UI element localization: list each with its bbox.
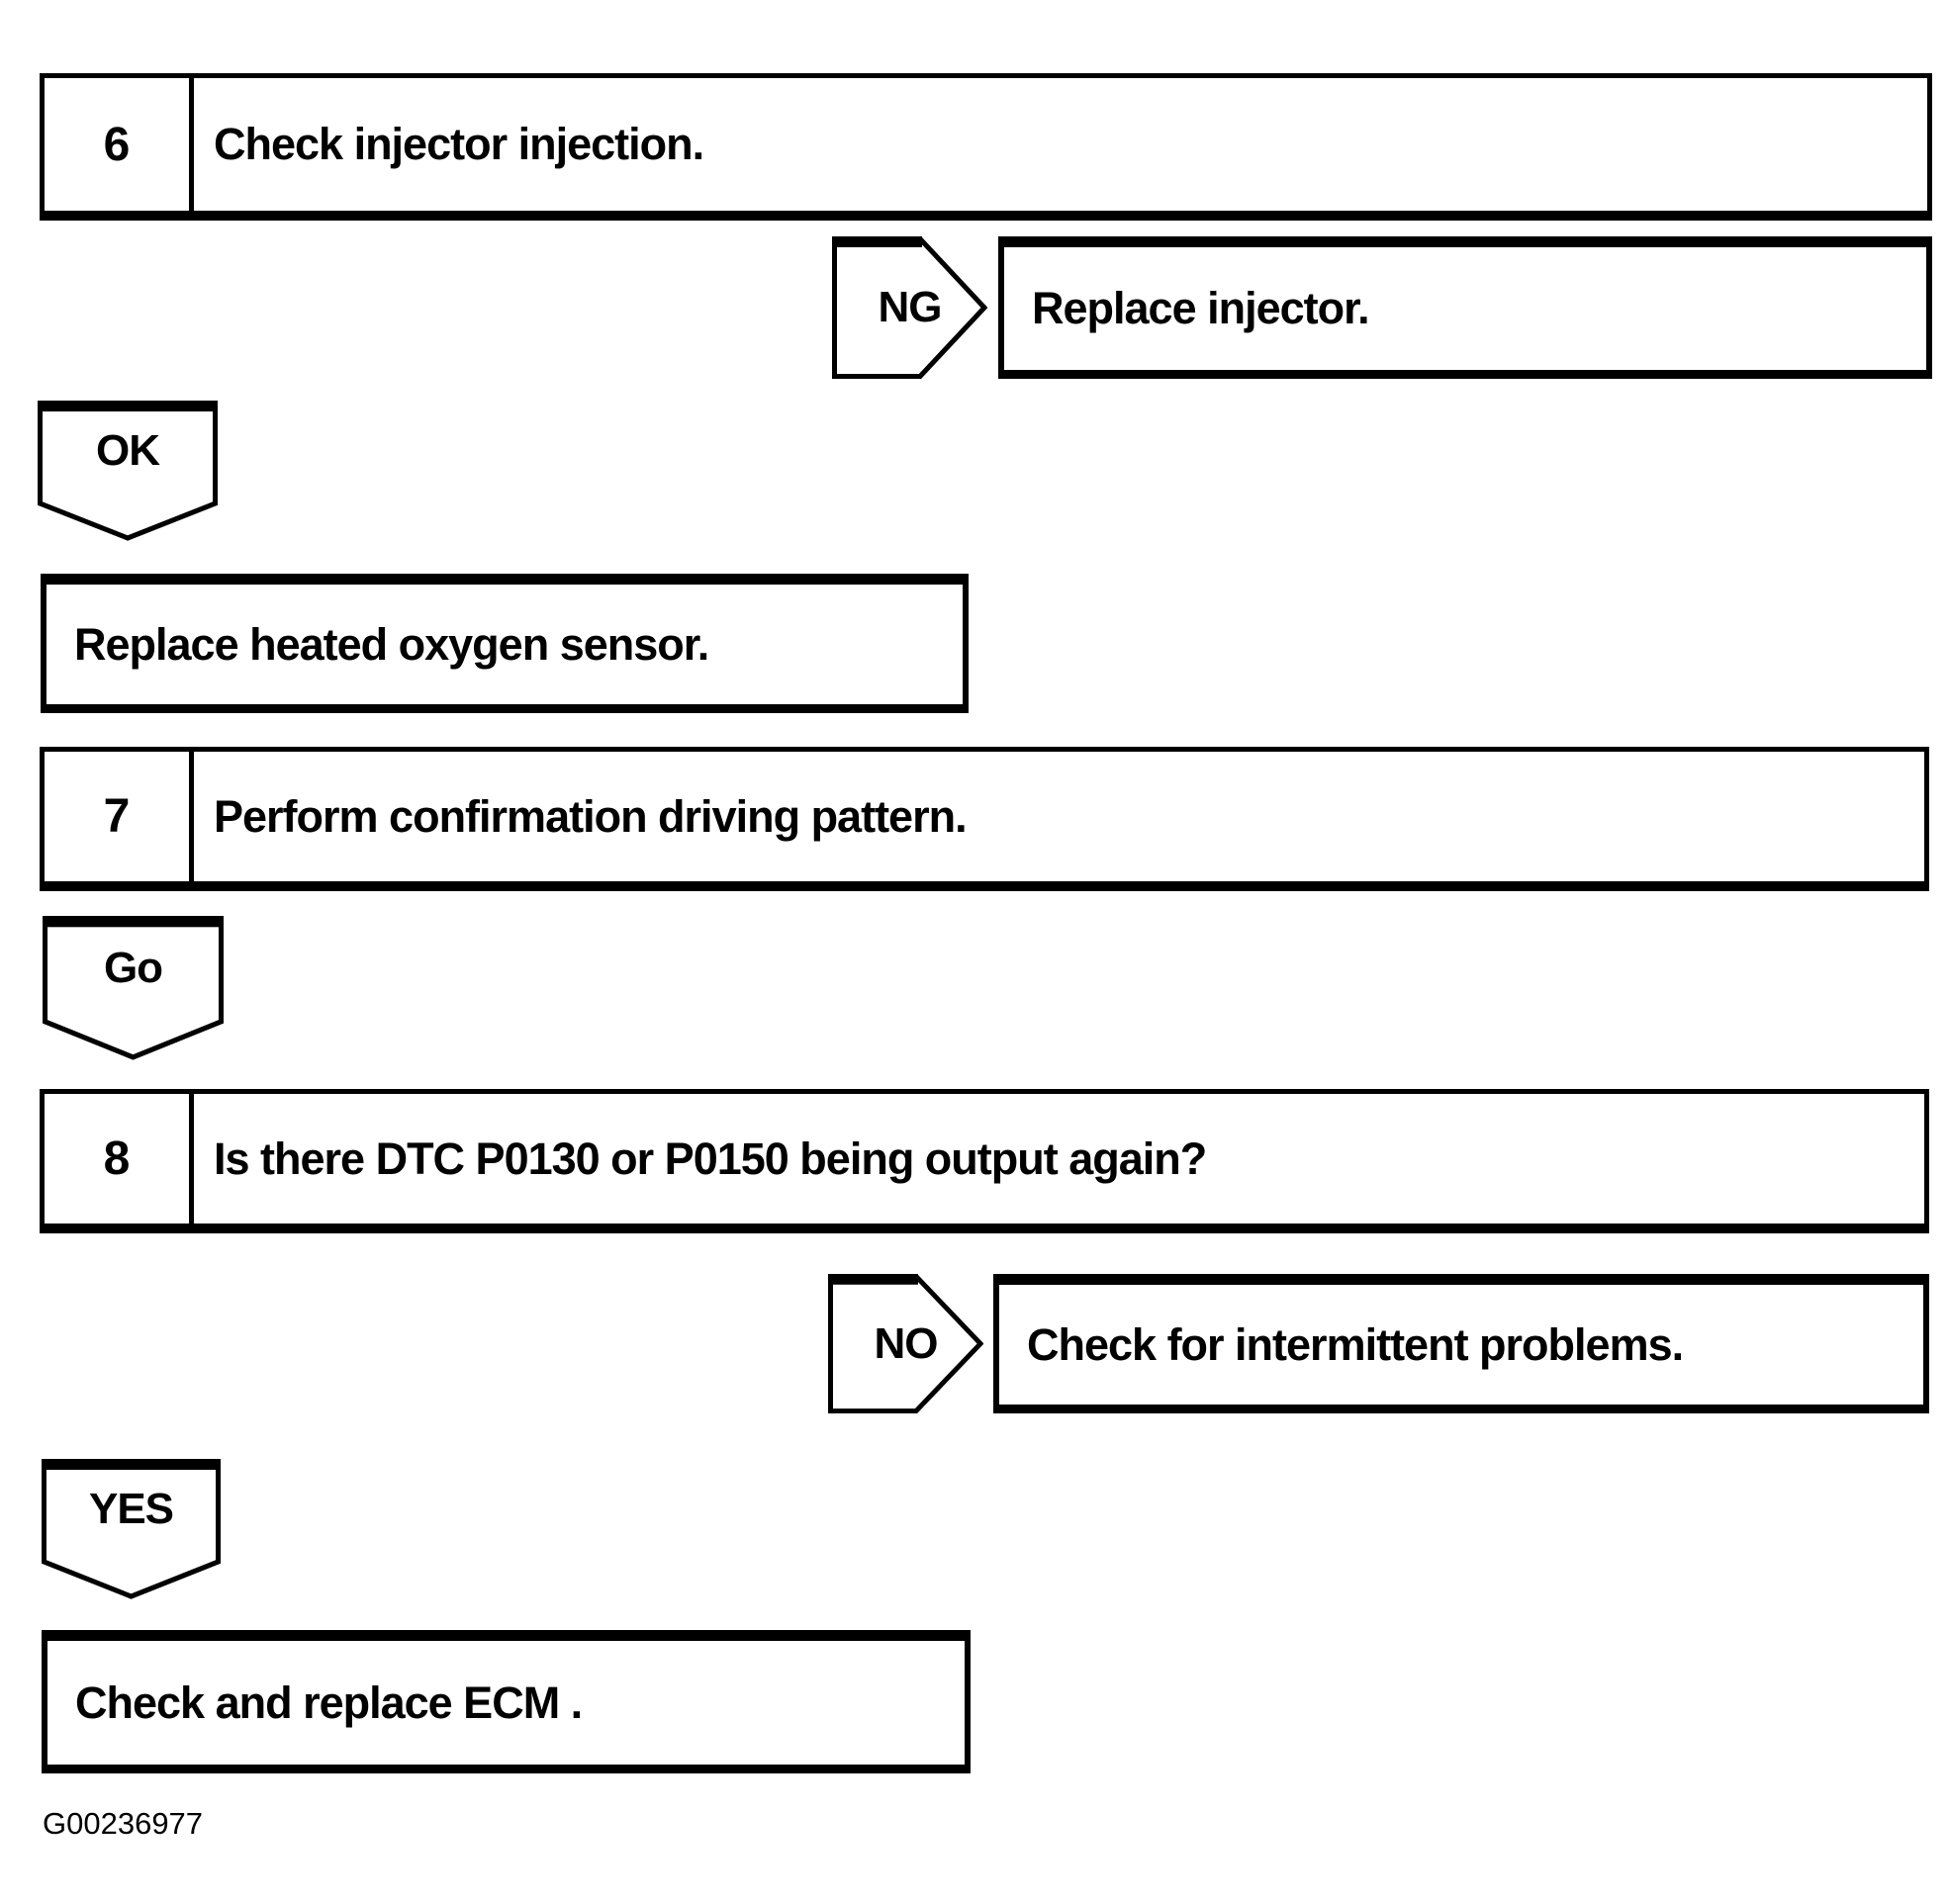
go-connector: Go: [43, 916, 224, 1060]
arrow-down-icon: [38, 401, 218, 541]
connector-label: OK: [96, 426, 160, 476]
ng-connector: NG: [832, 236, 987, 379]
arrow-down-icon: [43, 916, 224, 1060]
yes-connector: YES: [42, 1459, 221, 1599]
arrow-right-icon: [828, 1274, 983, 1413]
figure-code: G00236977: [43, 1806, 204, 1841]
no-connector: NO: [828, 1274, 983, 1413]
ok-connector: OK: [38, 401, 218, 541]
step-box-7: 7 Perform confirmation driving pattern.: [40, 747, 1929, 891]
result-text: Replace injector.: [1032, 283, 1370, 333]
result-box-replace-injector: Replace injector.: [998, 236, 1932, 379]
step-number: 8: [45, 1094, 194, 1224]
step-box-8: 8 Is there DTC P0130 or P0150 being outp…: [40, 1089, 1929, 1233]
result-text: Check and replace ECM .: [75, 1677, 583, 1728]
arrow-down-icon: [42, 1459, 221, 1599]
result-text: Replace heated oxygen sensor.: [74, 618, 709, 670]
connector-label: Go: [103, 943, 163, 992]
result-box-check-intermittent: Check for intermittent problems.: [993, 1274, 1929, 1413]
step-number: 6: [45, 78, 194, 211]
connector-label: NG: [878, 283, 943, 331]
step-description: Check injector injection.: [214, 119, 704, 169]
step-description: Perform confirmation driving pattern.: [214, 790, 968, 842]
result-box-replace-heated-oxygen-sensor: Replace heated oxygen sensor.: [41, 574, 969, 713]
result-box-check-replace-ecm: Check and replace ECM .: [42, 1630, 971, 1773]
result-text: Check for intermittent problems.: [1027, 1318, 1684, 1370]
step-box-6: 6 Check injector injection.: [40, 73, 1932, 221]
connector-label: NO: [874, 1318, 939, 1368]
step-number: 7: [45, 752, 194, 881]
connector-label: YES: [88, 1485, 174, 1534]
step-description: Is there DTC P0130 or P0150 being output…: [214, 1133, 1207, 1184]
arrow-right-icon: [832, 236, 987, 379]
